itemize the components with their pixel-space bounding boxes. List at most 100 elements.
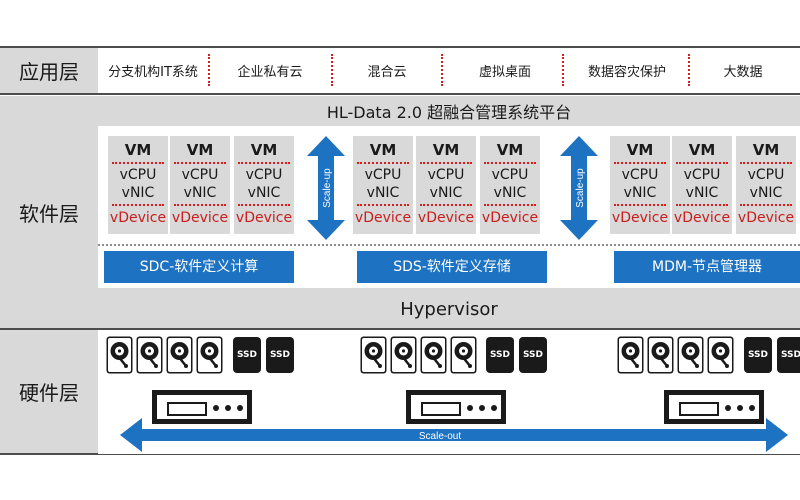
vm-divider	[112, 162, 164, 164]
vm-title: VM	[688, 141, 716, 159]
platform-title: HL-Data 2.0 超融合管理系统平台	[326, 103, 572, 122]
vm-vcpu: vCPU	[119, 167, 157, 183]
vm-title: VM	[250, 141, 278, 159]
hypervisor-bar: Hypervisor	[400, 299, 498, 320]
vm-vnic: vNIC	[121, 185, 155, 201]
vm-vdevice: vDevice	[235, 210, 293, 226]
vm-divider	[420, 162, 472, 164]
vm-vnic: vNIC	[247, 185, 281, 201]
hdd-icon	[136, 336, 163, 374]
app-separator	[208, 54, 210, 86]
vm-divider	[676, 162, 728, 164]
vm-vdevice: vDevice	[417, 210, 475, 226]
vm-title: VM	[752, 141, 780, 159]
hdd-icon	[106, 336, 133, 374]
software-layer-label: 软件层	[0, 96, 98, 328]
vm-title: VM	[124, 141, 152, 159]
vm-card: VM vCPU vNIC vDevice	[416, 136, 476, 234]
vm-divider	[484, 204, 536, 206]
vm-vdevice: vDevice	[611, 210, 669, 226]
vm-vcpu: vCPU	[683, 167, 721, 183]
app-disaster-recovery: 数据容灾保护	[587, 64, 666, 80]
app-separator	[688, 54, 690, 86]
app-layer-bottom-line	[0, 93, 800, 95]
vm-title: VM	[496, 141, 524, 159]
vm-card: VM vCPU vNIC vDevice	[672, 136, 732, 234]
vm-divider	[740, 162, 792, 164]
scale-out-label: Scale-out	[419, 431, 461, 442]
application-layer-label: 应用层	[0, 48, 98, 93]
app-separator	[441, 54, 443, 86]
module-mdm: MDM-节点管理器	[614, 251, 800, 283]
vm-vnic: vNIC	[623, 185, 657, 201]
vm-vnic: vNIC	[685, 185, 719, 201]
vm-vcpu: vCPU	[427, 167, 465, 183]
hdd-icon	[617, 336, 644, 374]
vm-vnic: vNIC	[366, 185, 400, 201]
ssd-icon: SSD	[486, 337, 514, 373]
hdd-icon	[707, 336, 734, 374]
vm-vcpu: vCPU	[245, 167, 283, 183]
vm-title: VM	[626, 141, 654, 159]
vm-divider	[112, 204, 164, 206]
application-row: 分支机构IT系统 企业私有云 混合云 虚拟桌面 数据容灾保护 大数据	[98, 48, 800, 92]
vm-vnic: vNIC	[183, 185, 217, 201]
vm-divider	[484, 162, 536, 164]
vm-divider	[238, 162, 290, 164]
hardware-layer-label: 硬件层	[0, 330, 98, 453]
vm-vdevice: vDevice	[673, 210, 731, 226]
vm-vcpu: vCPU	[747, 167, 785, 183]
vm-vdevice: vDevice	[109, 210, 167, 226]
vm-vcpu: vCPU	[181, 167, 219, 183]
scale-up-label: Scale-up	[322, 168, 333, 208]
app-separator	[331, 54, 333, 86]
hdd-icon	[360, 336, 387, 374]
vm-divider	[676, 204, 728, 206]
vm-card: VM vCPU vNIC vDevice	[234, 136, 294, 234]
scale-up-arrow-2: Scale-up	[560, 136, 598, 240]
vm-title: VM	[186, 141, 214, 159]
ssd-icon: SSD	[233, 337, 261, 373]
vm-divider	[420, 204, 472, 206]
vm-divider	[238, 204, 290, 206]
vm-vcpu: vCPU	[364, 167, 402, 183]
module-sds: SDS-软件定义存储	[357, 251, 547, 283]
hdd-icon	[166, 336, 193, 374]
vm-divider	[174, 204, 226, 206]
vm-card: VM vCPU vNIC vDevice	[170, 136, 230, 234]
app-hybrid-cloud: 混合云	[367, 64, 407, 80]
scale-up-arrow-1: Scale-up	[307, 136, 345, 240]
hdd-icon	[420, 336, 447, 374]
vm-vcpu: vCPU	[491, 167, 529, 183]
vm-divider	[174, 162, 226, 164]
vm-divider	[357, 204, 409, 206]
server-icon	[406, 390, 506, 424]
app-big-data: 大数据	[723, 64, 763, 80]
hdd-icon	[677, 336, 704, 374]
vm-vdevice: vDevice	[737, 210, 795, 226]
vm-divider	[357, 162, 409, 164]
hdd-icon	[450, 336, 477, 374]
vm-divider	[614, 162, 666, 164]
hdd-icon	[647, 336, 674, 374]
ssd-icon: SSD	[777, 337, 800, 373]
app-separator	[562, 54, 564, 86]
app-virtual-desktop: 虚拟桌面	[478, 64, 531, 80]
dotted-divider	[98, 244, 800, 246]
ssd-icon: SSD	[519, 337, 547, 373]
vm-vdevice: vDevice	[171, 210, 229, 226]
vm-vnic: vNIC	[493, 185, 527, 201]
vm-divider	[614, 204, 666, 206]
vm-title: VM	[432, 141, 460, 159]
hardware-layer-bottom-line	[0, 453, 800, 455]
ssd-icon: SSD	[744, 337, 772, 373]
vm-title: VM	[369, 141, 397, 159]
server-icon	[152, 390, 252, 424]
vm-vnic: vNIC	[429, 185, 463, 201]
module-sdc: SDC-软件定义计算	[104, 251, 294, 283]
vm-divider	[740, 204, 792, 206]
app-branch-it: 分支机构IT系统	[108, 64, 198, 80]
